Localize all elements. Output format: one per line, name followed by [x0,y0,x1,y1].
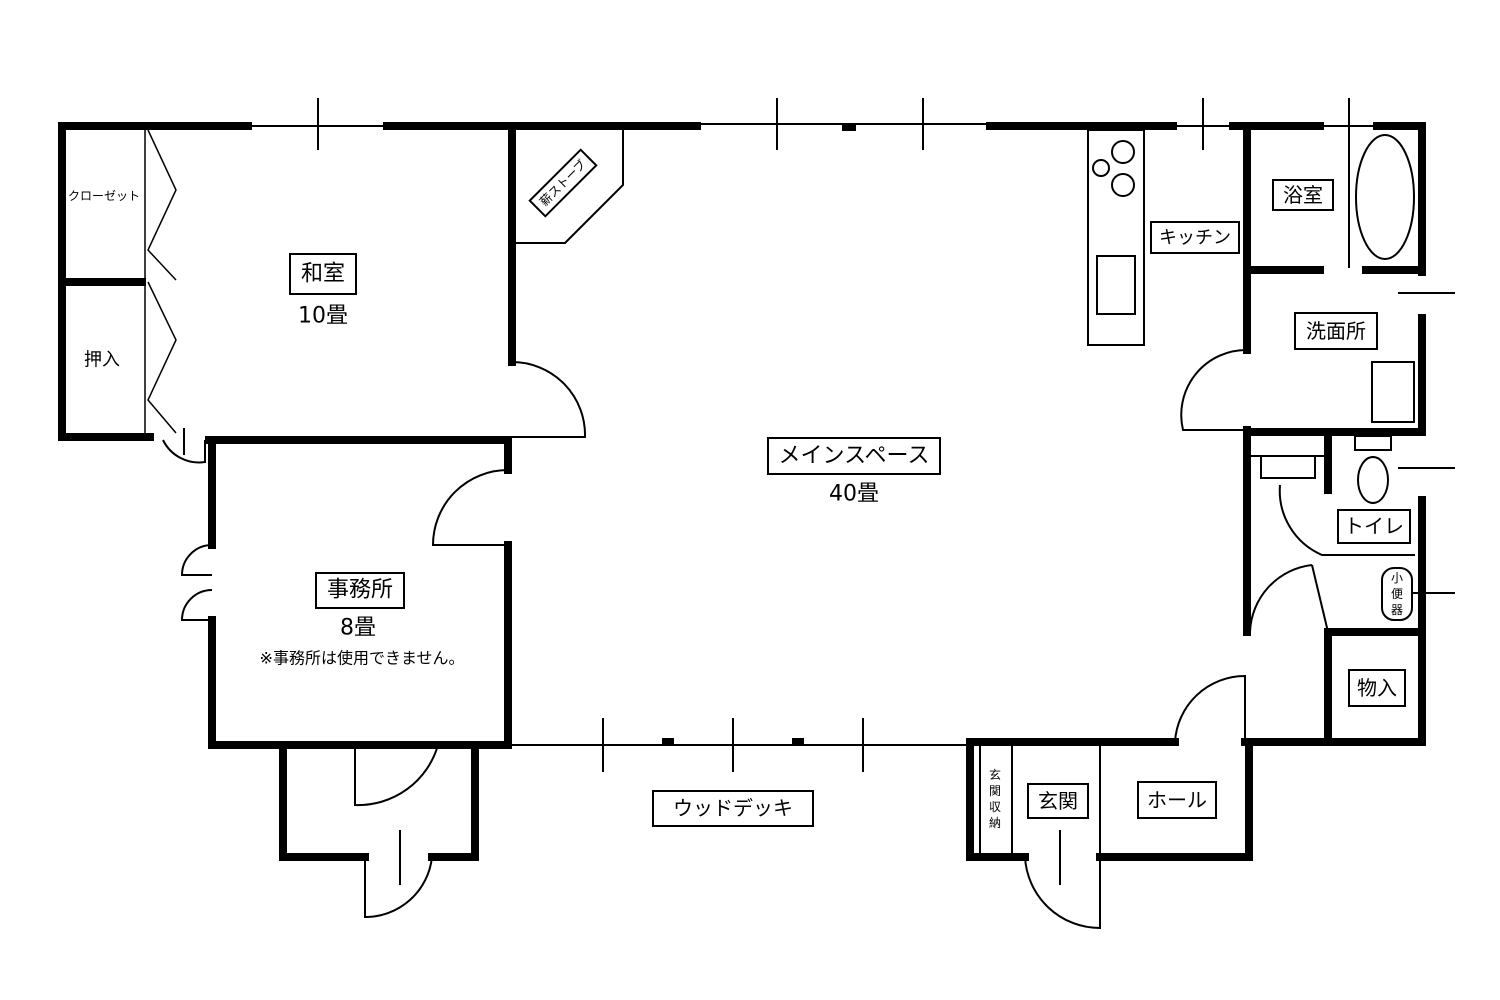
closet-label: クローゼット [68,189,140,203]
room-label-washitsu: 和室 10畳 [289,253,357,329]
main-size: 40畳 [829,482,879,507]
deck-label: ウッドデッキ [673,796,793,820]
washitsu-size: 10畳 [298,304,348,329]
office-name: 事務所 [327,578,393,603]
urinal-char: 小 [1391,571,1403,585]
office-note: ※事務所は使用できません。 [260,649,465,668]
toilet-label: トイレ [1344,514,1404,538]
kitchen-label: キッチン [1159,228,1231,249]
hall-label: ホール [1147,788,1207,812]
bath-label: 浴室 [1283,183,1323,207]
main-name: メインスペース [779,444,930,469]
storage-label: 物入 [1357,676,1397,700]
stove-text: 薪ストーブ [536,156,589,209]
fixtures [144,129,1415,930]
room-label-main: メインスペース 40畳 [767,437,941,507]
entrance-storage-char: 納 [989,816,1001,830]
entrance-storage-char: 玄 [989,767,1001,782]
entrance-storage-label: 玄 関 収 納 [989,767,1001,830]
stove-label: 薪ストーブ [528,148,598,218]
urinal-char: 便 [1391,587,1403,601]
room-label-office: 事務所 8畳 ※事務所は使用できません。 [260,572,465,668]
oshiire-label: 押入 [84,350,120,371]
walls [58,122,1426,861]
entrance-storage-char: 収 [989,800,1001,814]
entrance-storage-char: 関 [989,784,1001,798]
urinal-char: 器 [1391,603,1403,617]
washroom-label: 洗面所 [1306,319,1366,343]
office-size: 8畳 [340,616,376,641]
washitsu-name: 和室 [301,262,345,287]
entrance-label: 玄関 [1038,789,1078,813]
urinal-label: 小 便 器 [1381,567,1413,621]
